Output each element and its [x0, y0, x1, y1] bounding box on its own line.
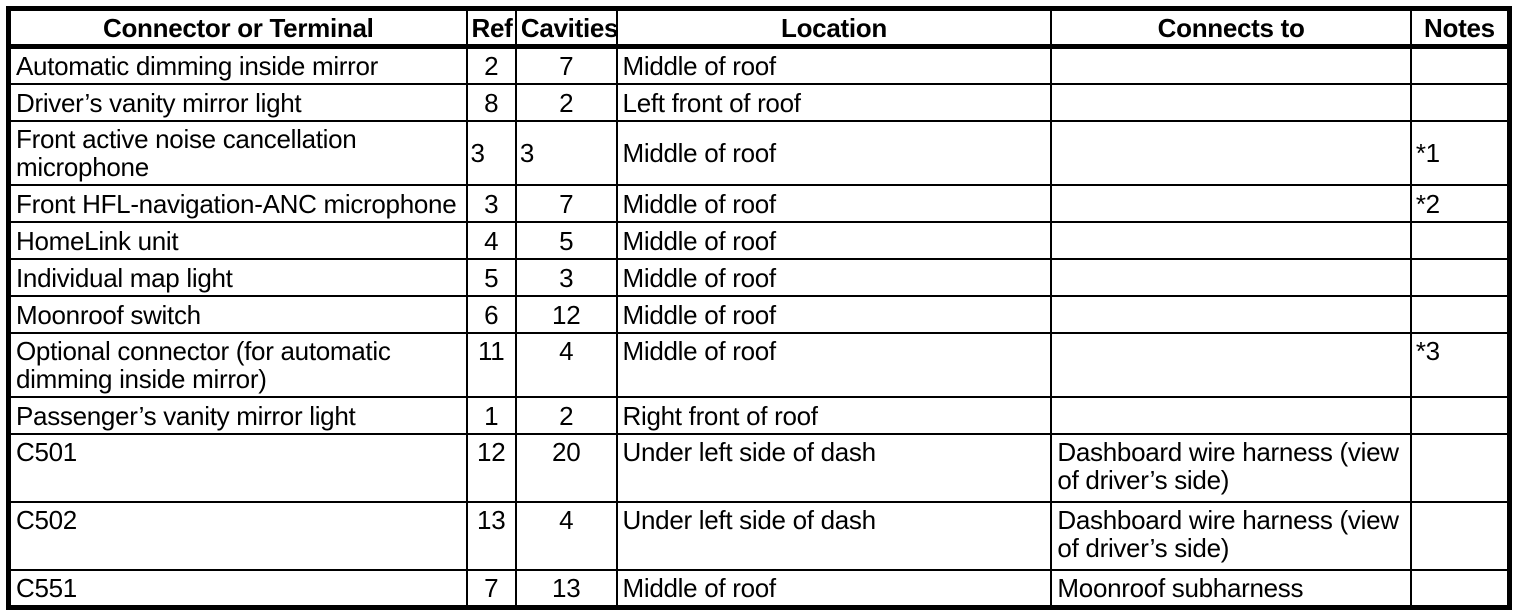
cell-connects_to [1050, 332, 1412, 398]
cell-location: Middle of roof [615, 120, 1053, 186]
cell-ref: 3 [465, 120, 517, 186]
cell-notes [1409, 83, 1511, 122]
cell-connects_to [1050, 120, 1412, 186]
cell-ref: 7 [465, 569, 517, 609]
cell-location: Middle of roof [615, 332, 1053, 398]
cell-ref: 2 [465, 45, 517, 85]
cell-cavities: 20 [514, 433, 618, 503]
cell-notes [1409, 569, 1511, 609]
cell-connector: Optional connector (for automatic dimmin… [7, 332, 468, 398]
column-header-notes: Notes [1409, 7, 1511, 49]
cell-ref: 11 [465, 332, 517, 398]
cell-location: Middle of roof [615, 184, 1053, 223]
column-header-connector: Connector or Terminal [7, 7, 468, 49]
cell-connector: Front HFL-navigation-ANC microphone [7, 184, 468, 223]
cell-cavities: 13 [514, 569, 618, 609]
cell-connector: Driver’s vanity mirror light [7, 83, 468, 122]
cell-ref: 1 [465, 396, 517, 435]
cell-connector: Front active noise cancellation micropho… [7, 120, 468, 186]
cell-connects_to [1050, 83, 1412, 122]
cell-connector: Moonroof switch [7, 295, 468, 334]
cell-location: Middle of roof [615, 45, 1053, 85]
cell-ref: 4 [465, 221, 517, 260]
cell-connector: C501 [7, 433, 468, 503]
cell-connects_to: Dashboard wire harness (view of driver’s… [1050, 433, 1412, 503]
cell-cavities: 7 [514, 184, 618, 223]
cell-cavities: 5 [514, 221, 618, 260]
cell-connector: C502 [7, 501, 468, 571]
cell-cavities: 2 [514, 396, 618, 435]
cell-cavities: 7 [514, 45, 618, 85]
cell-connects_to: Dashboard wire harness (view of driver’s… [1050, 501, 1412, 571]
cell-location: Under left side of dash [615, 433, 1053, 503]
cell-connector: Automatic dimming inside mirror [7, 45, 468, 85]
table-row: Optional connector (for automatic dimmin… [7, 332, 1511, 398]
cell-connects_to: Moonroof subharness [1050, 569, 1412, 609]
cell-notes [1409, 258, 1511, 297]
cell-notes [1409, 501, 1511, 571]
column-header-cavities: Cavities [514, 7, 618, 49]
cell-cavities: 2 [514, 83, 618, 122]
column-header-location: Location [615, 7, 1053, 49]
cell-location: Under left side of dash [615, 501, 1053, 571]
table-row: Front active noise cancellation micropho… [7, 120, 1511, 186]
cell-cavities: 3 [514, 120, 618, 186]
cell-connects_to [1050, 295, 1412, 334]
cell-ref: 12 [465, 433, 517, 503]
cell-location: Middle of roof [615, 569, 1053, 609]
cell-ref: 5 [465, 258, 517, 297]
cell-connector: C551 [7, 569, 468, 609]
cell-cavities: 4 [514, 332, 618, 398]
column-header-connects_to: Connects to [1050, 7, 1412, 49]
cell-connects_to [1050, 396, 1412, 435]
cell-connector: Individual map light [7, 258, 468, 297]
cell-cavities: 4 [514, 501, 618, 571]
cell-notes [1409, 396, 1511, 435]
cell-ref: 13 [465, 501, 517, 571]
cell-notes: *3 [1409, 332, 1511, 398]
cell-notes: *1 [1409, 120, 1511, 186]
cell-location: Middle of roof [615, 258, 1053, 297]
cell-location: Right front of roof [615, 396, 1053, 435]
cell-ref: 8 [465, 83, 517, 122]
cell-connects_to [1050, 45, 1412, 85]
cell-connects_to [1050, 221, 1412, 260]
cell-notes [1409, 433, 1511, 503]
cell-notes: *2 [1409, 184, 1511, 223]
cell-cavities: 12 [514, 295, 618, 334]
cell-cavities: 3 [514, 258, 618, 297]
cell-ref: 3 [465, 184, 517, 223]
cell-notes [1409, 45, 1511, 85]
column-header-ref: Ref [465, 7, 517, 49]
cell-connector: HomeLink unit [7, 221, 468, 260]
cell-notes [1409, 221, 1511, 260]
cell-notes [1409, 295, 1511, 334]
cell-location: Left front of roof [615, 83, 1053, 122]
cell-location: Middle of roof [615, 221, 1053, 260]
cell-connector: Passenger’s vanity mirror light [7, 396, 468, 435]
cell-location: Middle of roof [615, 295, 1053, 334]
cell-connects_to [1050, 184, 1412, 223]
cell-connects_to [1050, 258, 1412, 297]
cell-ref: 6 [465, 295, 517, 334]
